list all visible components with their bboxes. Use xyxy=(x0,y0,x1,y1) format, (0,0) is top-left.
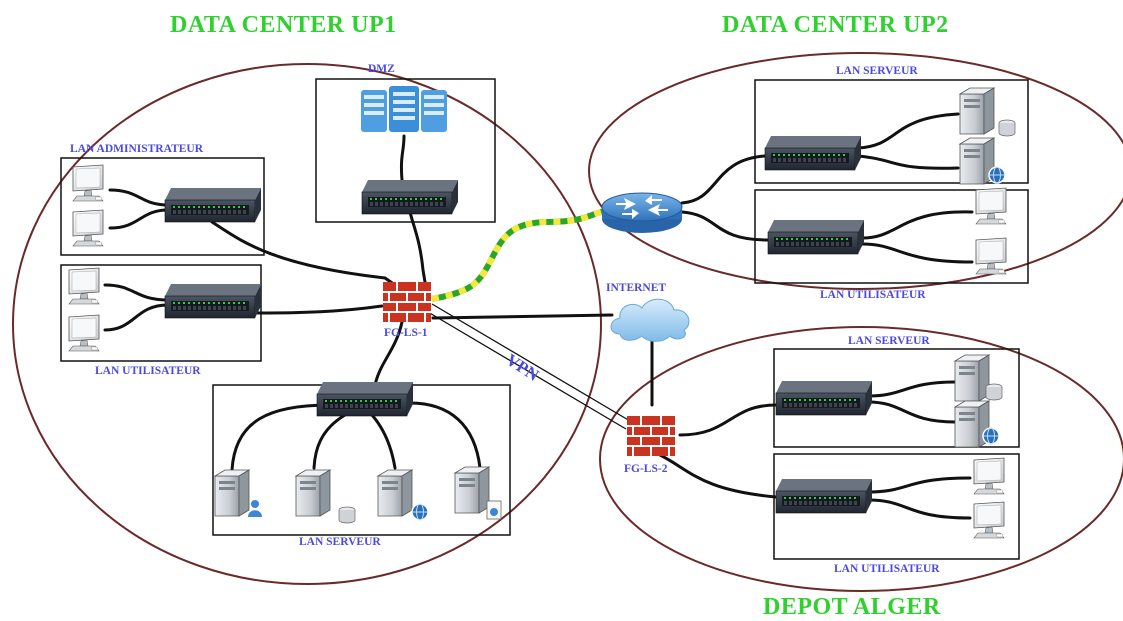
lan-server-alger-box xyxy=(773,348,1020,448)
server-file-icon xyxy=(454,466,490,514)
workstation-user-up1-1-icon xyxy=(68,267,100,305)
lan-dmz-box xyxy=(315,78,496,223)
lan-server-up2-box xyxy=(754,79,1029,184)
firewall-fg-ls-2-icon xyxy=(626,415,676,457)
site-up1-boundary xyxy=(12,63,602,585)
switch-admin-icon xyxy=(164,187,262,223)
switch-user-alger-icon xyxy=(775,478,873,514)
label-lan-admin: LAN ADMINISTRATEUR xyxy=(70,143,204,155)
site-up2-boundary xyxy=(588,52,1123,290)
label-lan-user-up2: LAN UTILISATEUR xyxy=(820,289,926,301)
workstation-admin-1-icon xyxy=(72,164,104,202)
server-db-up2-icon xyxy=(959,87,995,135)
label-fg-ls-1: FG-LS-1 xyxy=(384,327,428,339)
label-lan-user-up1: LAN UTILISATEUR xyxy=(95,365,201,377)
cables xyxy=(103,112,974,520)
site-title-up2: DATA CENTER UP2 xyxy=(722,12,949,38)
workstation-admin-2-icon xyxy=(72,209,104,247)
label-dmz: DMZ xyxy=(368,63,395,75)
site-title-alger: DEPOT ALGER xyxy=(763,594,941,620)
switch-server-up2-icon xyxy=(764,135,862,171)
label-lan-user-alger: LAN UTILISATEUR xyxy=(834,563,940,575)
lan-user-alger-box xyxy=(773,453,1020,560)
site-alger-boundary xyxy=(599,326,1123,592)
lan-user-up2-box xyxy=(754,189,1029,284)
server-db-icon xyxy=(295,469,331,517)
switch-user-up1-icon xyxy=(164,283,262,319)
label-lan-server-up2: LAN SERVEUR xyxy=(836,65,918,77)
dmz-server-rack-icon xyxy=(361,86,447,132)
router-icon xyxy=(601,192,683,233)
switch-user-up2-icon xyxy=(767,219,865,255)
workstation-user-up2-2-icon xyxy=(975,237,1007,275)
switch-server-alger-icon xyxy=(775,380,873,416)
vpn-tunnel xyxy=(427,303,631,430)
switch-server-up1-icon xyxy=(316,381,414,417)
server-db-alger-icon xyxy=(954,354,990,402)
workstation-user-alger-2-icon xyxy=(973,501,1005,539)
label-lan-server-alger: LAN SERVEUR xyxy=(848,335,930,347)
firewall-fg-ls-1-icon xyxy=(382,281,432,323)
label-lan-server-up1: LAN SERVEUR xyxy=(299,536,381,548)
wan-link-up1-up2 xyxy=(431,207,609,302)
workstation-user-up2-1-icon xyxy=(975,187,1007,225)
internet-cloud-icon xyxy=(610,298,690,342)
server-web-icon xyxy=(377,469,413,517)
workstation-user-alger-1-icon xyxy=(973,457,1005,495)
label-fg-ls-2: FG-LS-2 xyxy=(624,463,668,475)
label-internet: INTERNET xyxy=(606,282,667,294)
lan-admin-box xyxy=(60,157,265,256)
site-title-up1: DATA CENTER UP1 xyxy=(170,12,397,38)
workstation-user-up1-2-icon xyxy=(68,314,100,352)
switch-dmz-icon xyxy=(361,179,459,215)
server-ad-icon xyxy=(214,469,250,517)
